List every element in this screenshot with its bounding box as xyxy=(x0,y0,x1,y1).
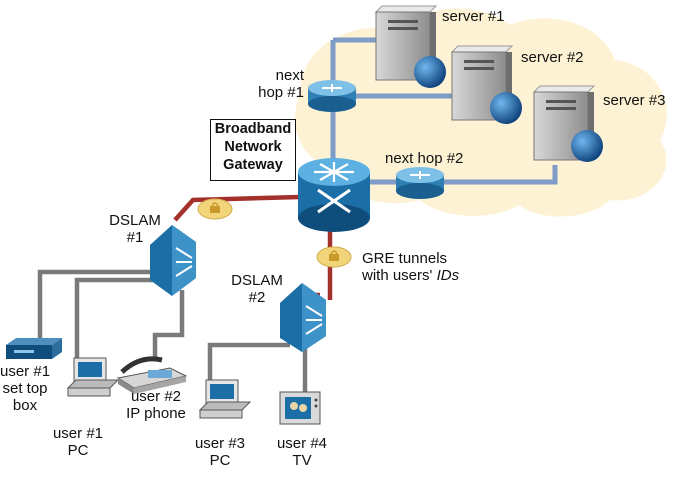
user-1-stb-line3: box xyxy=(12,397,38,414)
dslam-1-line1: DSLAM xyxy=(109,212,161,229)
dslam-1-line2: #1 xyxy=(126,229,144,246)
next-hop-1-line2: hop #1 xyxy=(258,84,304,101)
core-links xyxy=(330,37,558,185)
router-next-hop-2-icon xyxy=(396,167,444,199)
user-1-pc-line1: user #1 xyxy=(52,425,104,442)
user-4-line1: user #4 xyxy=(276,435,328,452)
next-hop-2-label: next hop #2 xyxy=(385,150,464,167)
router-next-hop-1-icon xyxy=(308,80,356,112)
next-hop-1-line1: next xyxy=(275,67,304,84)
pc-icon xyxy=(198,379,252,419)
pc-icon xyxy=(66,357,120,397)
user-4-label: user #4 TV xyxy=(272,435,332,469)
dslam-2-line2: #2 xyxy=(248,289,266,306)
user-1-stb-line1: user #1 xyxy=(0,363,51,380)
dslam-1-icon xyxy=(150,225,196,296)
dslam-2-label: DSLAM #2 xyxy=(222,272,292,306)
user-2-line1: user #2 xyxy=(130,388,182,405)
tv-icon xyxy=(279,391,321,425)
gre-line2-ids: IDs xyxy=(436,267,460,284)
user-2-label: user #2 IP phone xyxy=(118,388,194,422)
dslam-2-line1: DSLAM xyxy=(231,272,283,289)
user-3-line2: PC xyxy=(209,452,231,469)
server-1-label: server #1 xyxy=(442,8,505,25)
user-3-line1: user #3 xyxy=(194,435,246,452)
bng-switch-icon xyxy=(298,158,370,232)
user-links xyxy=(37,269,308,392)
user-1-pc-label: user #1 PC xyxy=(48,425,108,459)
lock-icon xyxy=(197,198,233,220)
user-3-label: user #3 PC xyxy=(190,435,250,469)
user-1-stb-label: user #1 set top box xyxy=(0,363,50,414)
gre-tunnels-label: GRE tunnels with users' IDs xyxy=(362,250,459,284)
user-1-stb-line2: set top xyxy=(2,380,48,397)
next-hop-1-label: next hop #1 xyxy=(248,67,304,101)
gre-line1: GRE tunnels xyxy=(362,250,448,267)
bng-line3: Gateway xyxy=(223,157,283,173)
set-top-box-icon xyxy=(6,338,62,359)
user-2-line2: IP phone xyxy=(126,405,186,422)
server-1-icon xyxy=(374,5,446,88)
gre-line2-prefix: with users' xyxy=(362,267,437,284)
bng-label-box: Broadband Network Gateway xyxy=(210,119,296,181)
user-1-pc-line2: PC xyxy=(67,442,89,459)
user-4-line2: TV xyxy=(292,452,312,469)
ip-phone-icon xyxy=(116,356,188,394)
server-2-label: server #2 xyxy=(521,49,584,66)
server-3-icon xyxy=(532,85,603,162)
bng-line1: Broadband xyxy=(214,121,292,137)
dslam-1-label: DSLAM #1 xyxy=(100,212,170,246)
lock-icon xyxy=(316,246,352,268)
server-2-icon xyxy=(450,45,522,124)
gre-line2: with users' IDs xyxy=(362,267,459,284)
bng-line2: Network xyxy=(224,139,282,155)
server-3-label: server #3 xyxy=(603,92,666,109)
dslam-2-icon xyxy=(280,283,326,352)
